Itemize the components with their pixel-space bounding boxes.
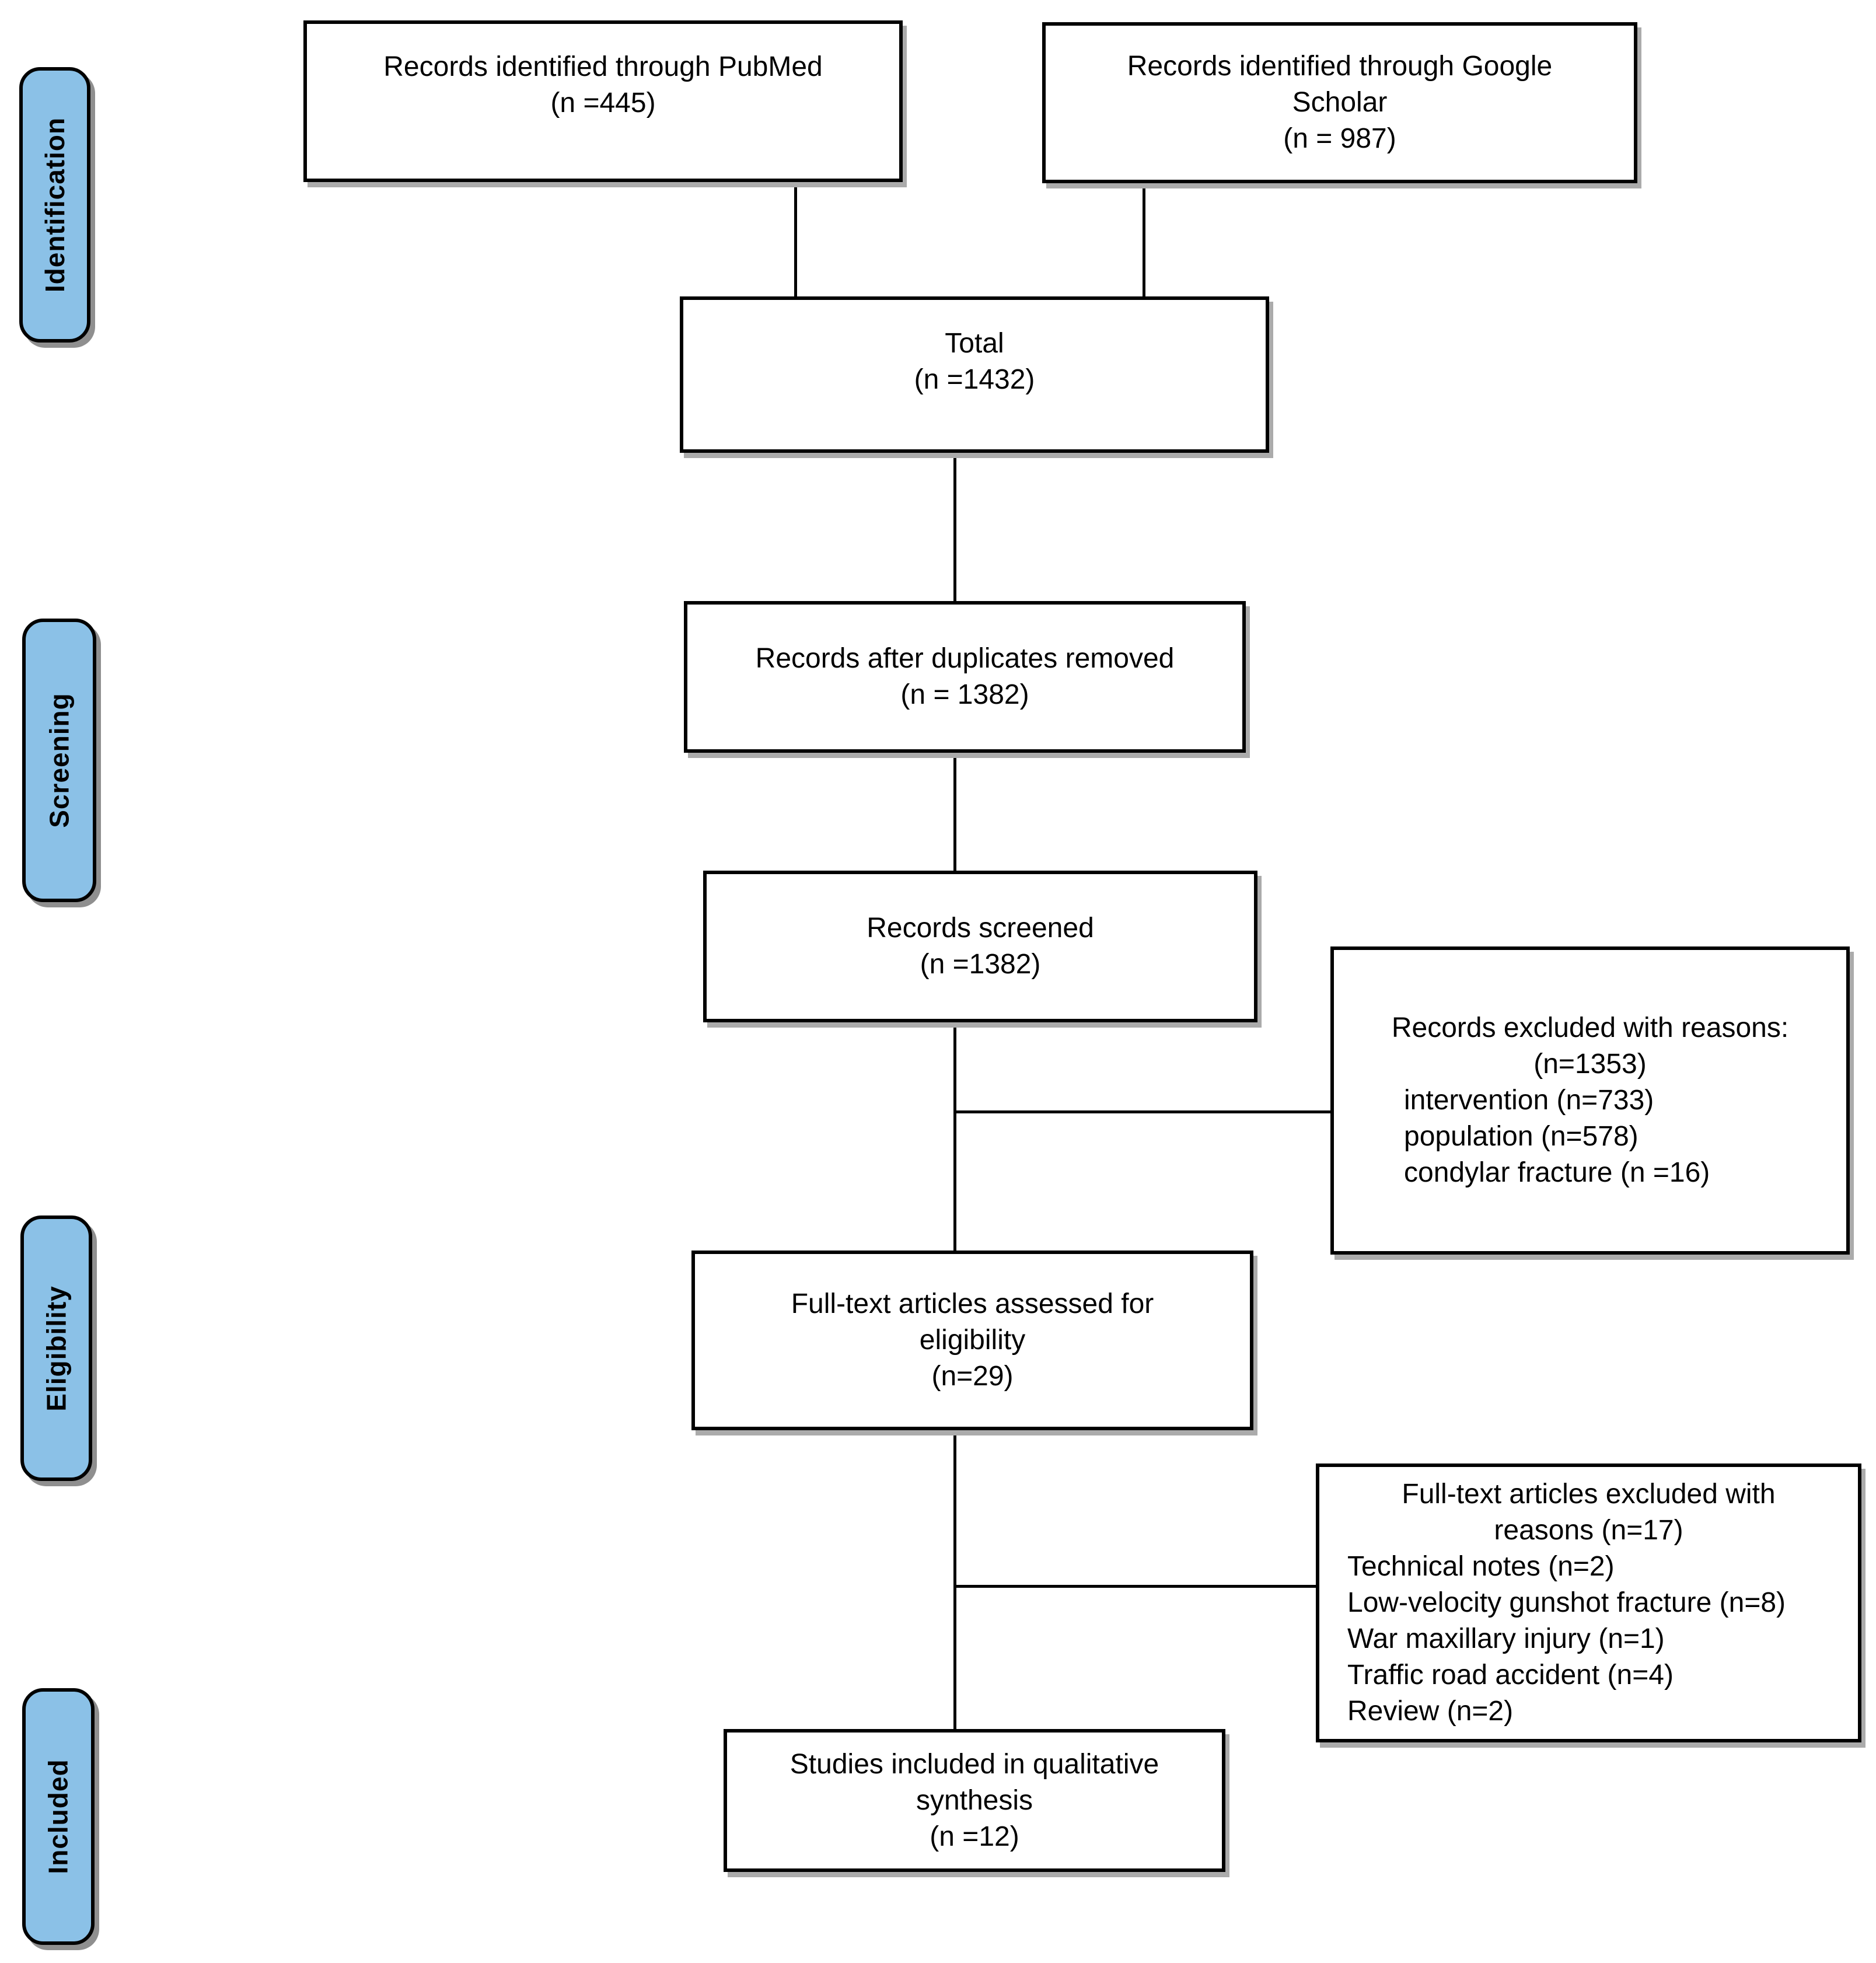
- box-text-line: eligibility: [919, 1325, 1026, 1356]
- box-after-duplicates: Records after duplicates removed (n = 13…: [684, 601, 1246, 753]
- box-text-line: Total: [945, 327, 1004, 359]
- exclusion-reason: Review (n=2): [1347, 1696, 1514, 1727]
- box-text-line: Scholar: [1292, 87, 1388, 118]
- exclusion-reason: condylar fracture (n =16): [1404, 1157, 1710, 1188]
- stage-identification: Identification: [19, 67, 90, 343]
- box-text-line: Records screened: [867, 913, 1094, 944]
- exclusion-reason: Traffic road accident (n=4): [1347, 1660, 1674, 1690]
- stage-included: Included: [22, 1688, 95, 1945]
- box-total: Total (n =1432): [680, 296, 1269, 453]
- box-records-screened: Records screened (n =1382): [703, 871, 1257, 1022]
- connector-duplicates-to-screened: [953, 753, 956, 871]
- box-count: (n=29): [931, 1361, 1014, 1392]
- connector-to-fulltext-excluded: [953, 1585, 1316, 1588]
- stage-screening-label: Screening: [44, 693, 75, 828]
- box-text-line: synthesis: [916, 1784, 1033, 1816]
- connector-to-records-excluded: [953, 1110, 1330, 1113]
- box-count: (n =1432): [914, 364, 1035, 395]
- exclusion-reason: intervention (n=733): [1404, 1085, 1654, 1116]
- box-records-pubmed: Records identified through PubMed (n =44…: [303, 20, 903, 182]
- exclusion-reason: population (n=578): [1404, 1121, 1639, 1152]
- box-text-line: Full-text articles assessed for: [791, 1288, 1154, 1319]
- box-count: (n = 1382): [900, 679, 1029, 710]
- connector-google-to-total: [1143, 183, 1145, 296]
- connector-pubmed-to-total: [794, 181, 797, 296]
- box-fulltext-assessed: Full-text articles assessed for eligibil…: [691, 1251, 1253, 1430]
- box-count: (n = 987): [1283, 123, 1396, 154]
- stage-included-label: Included: [43, 1759, 74, 1874]
- box-count: (n =445): [550, 88, 656, 118]
- box-text-line: Records excluded with reasons:: [1391, 1012, 1789, 1043]
- stage-screening: Screening: [22, 619, 96, 902]
- connector-total-to-duplicates: [953, 453, 956, 601]
- box-qualitative-synthesis: Studies included in qualitative synthesi…: [724, 1729, 1225, 1872]
- box-text-line: Records identified through PubMed: [383, 51, 823, 82]
- exclusion-reason: Technical notes (n=2): [1347, 1551, 1615, 1582]
- stage-eligibility-label: Eligibility: [41, 1285, 72, 1412]
- connector-fulltext-to-included: [953, 1430, 956, 1729]
- box-count: (n=1353): [1533, 1049, 1647, 1080]
- box-records-excluded: Records excluded with reasons: (n=1353) …: [1330, 946, 1850, 1255]
- box-count: (n =1382): [920, 949, 1041, 980]
- stage-identification-label: Identification: [40, 117, 71, 293]
- box-count: reasons (n=17): [1494, 1515, 1683, 1546]
- stage-eligibility: Eligibility: [20, 1215, 92, 1481]
- box-text-line: Records identified through Google: [1127, 51, 1553, 82]
- box-count: (n =12): [930, 1821, 1019, 1852]
- exclusion-reason: War maxillary injury (n=1): [1347, 1623, 1665, 1654]
- box-records-google-scholar: Records identified through Google Schola…: [1042, 22, 1637, 183]
- exclusion-reason: Low-velocity gunshot fracture (n=8): [1347, 1587, 1786, 1618]
- box-fulltext-excluded: Full-text articles excluded with reasons…: [1316, 1463, 1861, 1742]
- box-text-line: Records after duplicates removed: [755, 643, 1175, 674]
- box-text-line: Studies included in qualitative: [789, 1748, 1159, 1780]
- connector-screened-to-fulltext: [953, 1022, 956, 1251]
- box-text-line: Full-text articles excluded with: [1402, 1479, 1776, 1510]
